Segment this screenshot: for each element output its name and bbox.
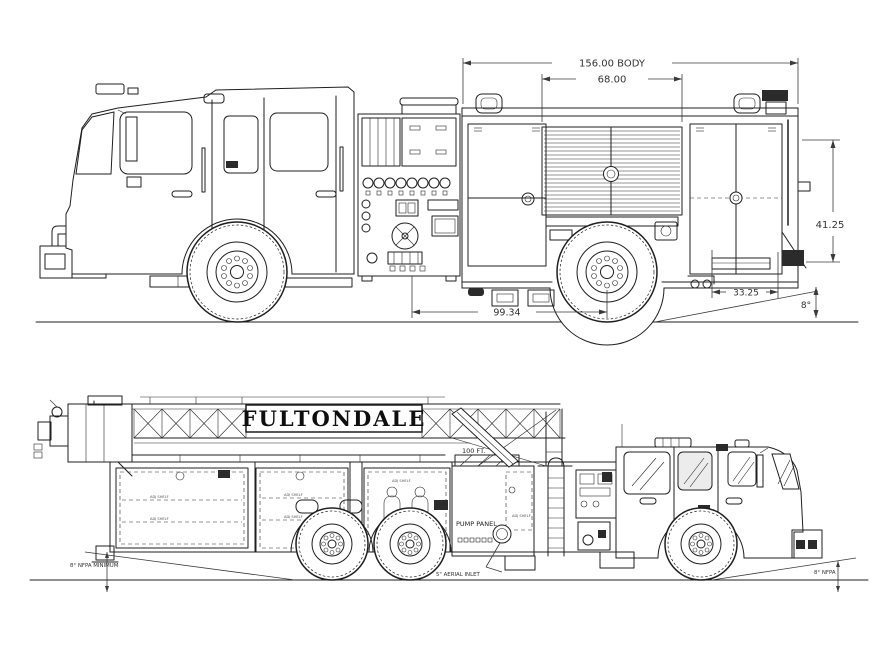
- pumper-dimensions: 156.00 BODY 68.00 41.25: [411, 58, 845, 323]
- pumper-front-wheel: [186, 221, 288, 323]
- dim-text-upper-door: 68.00: [598, 75, 627, 86]
- main-valve-wheel: [391, 222, 419, 250]
- front-angle-label: 8° NFPA: [814, 570, 836, 576]
- ladder-length-label: 100 FT.: [462, 447, 485, 455]
- aerial-inlet-port: [492, 524, 512, 544]
- pumper-drawing: 156.00 BODY 68.00 41.25: [35, 58, 859, 346]
- windshield-aerial: [771, 453, 800, 490]
- shelf-label: ADJ SHELF: [150, 517, 169, 521]
- rear-body-compartment: ADJ SHELF ADJ SHELF: [115, 467, 249, 549]
- aerial-drawing: ADJ SHELF ADJ SHELF ADJ SHELF ADJ SHELF …: [29, 395, 869, 592]
- shelf-label: ADJ SHELF: [284, 493, 303, 497]
- rear-step: [782, 250, 804, 266]
- door-handle: [171, 190, 193, 198]
- front-bumper-aerial: [791, 529, 823, 559]
- shelf-label: ADJ SHELF: [284, 515, 303, 519]
- aerial-pump-panel: ADJ SHELF PUMP PANEL 5" AERIAL INLET: [436, 454, 535, 578]
- rear-compartment-doors: [689, 123, 783, 275]
- cab-door-window-aerial: [677, 451, 713, 491]
- shelf-label: ADJ SHELF: [512, 514, 531, 518]
- dim-pump-to-axle: 99.34: [411, 276, 608, 319]
- aerial-cab: [599, 424, 823, 569]
- shelf-label: ADJ SHELF: [392, 479, 411, 483]
- body-front-light: [475, 93, 503, 114]
- grab-rail: [201, 147, 206, 193]
- aerial-inlet-label: 5" AERIAL INLET: [436, 572, 480, 578]
- aerial-front-wheel: [664, 507, 738, 581]
- fultondale-banner: FULTONDALE: [242, 404, 427, 433]
- door-placard: [226, 161, 238, 168]
- aerial-ladder-truss: [93, 396, 573, 468]
- body-vent: [654, 221, 678, 241]
- front-door-window: [727, 451, 757, 487]
- roof-marker-light: [203, 93, 225, 104]
- pump-panel-module: [357, 97, 461, 282]
- fender-latch: [295, 499, 319, 514]
- dim-body-height: 41.25: [802, 139, 845, 263]
- gauge-row: [362, 177, 451, 196]
- rear-angle-callout: 8° NFPA MINIMUM: [70, 551, 296, 592]
- cab-mid-window: [223, 115, 259, 174]
- crew-door-window: [269, 112, 329, 172]
- cab-door-window: [119, 111, 193, 175]
- banner-text: FULTONDALE: [242, 406, 427, 431]
- dim-text-departure-angle: 8°: [801, 301, 811, 311]
- mirror-aerial: [756, 454, 764, 488]
- cab-roof-lightbar: [654, 437, 692, 448]
- crosslay-rail: [399, 97, 459, 106]
- windshield: [75, 111, 115, 175]
- rear-beacon: [762, 90, 788, 101]
- pumper-body: [461, 90, 811, 346]
- turntable-control-panel: [575, 469, 617, 551]
- front-angle-callout: 8° NFPA: [711, 557, 857, 592]
- door-handle-rear: [315, 190, 337, 198]
- rollup-handle: [603, 166, 619, 182]
- mirror: [125, 116, 138, 162]
- access-ladder: [547, 457, 565, 557]
- body-rear-light: [733, 93, 761, 114]
- tandem-wheel-2: [373, 507, 447, 581]
- shelf-label: ADJ SHELF: [150, 495, 169, 499]
- dim-body-length: 156.00 BODY: [462, 58, 799, 104]
- tow-bracket: [687, 275, 715, 285]
- hose-compartment: [361, 117, 401, 167]
- dim-rear-overhang: 33.25: [711, 250, 779, 299]
- dim-text-body-height: 41.25: [816, 220, 845, 231]
- tandem-wheel-1: [295, 507, 369, 581]
- crew-window: [623, 451, 671, 495]
- dim-text-body-length: 156.00 BODY: [579, 59, 646, 70]
- dim-text-pump-to-axle: 99.34: [493, 308, 520, 319]
- dim-text-rear-overhang: 33.25: [733, 289, 759, 299]
- dim-upper-door: 68.00: [541, 74, 683, 122]
- cab-lightbar: [95, 83, 125, 95]
- rear-angle-label: 8° NFPA MINIMUM: [70, 563, 119, 569]
- cab-handle: [639, 497, 657, 505]
- pump-panel-label: PUMP PANEL: [456, 520, 497, 528]
- rear-platform: [33, 395, 135, 477]
- rear-jack: [95, 545, 115, 561]
- underbody-tank: [504, 555, 536, 571]
- pumper-cab: [65, 83, 355, 275]
- dim-departure-angle: 8°: [654, 287, 819, 323]
